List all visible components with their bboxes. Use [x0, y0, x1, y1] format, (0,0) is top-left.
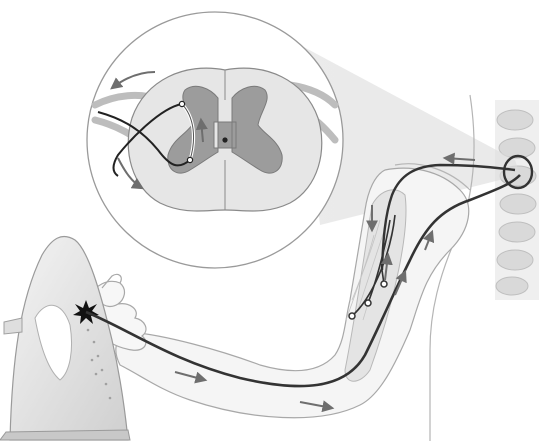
zoom-callout-circle: [87, 12, 343, 268]
clothes-iron-icon: [0, 236, 130, 440]
spine: [495, 100, 539, 300]
